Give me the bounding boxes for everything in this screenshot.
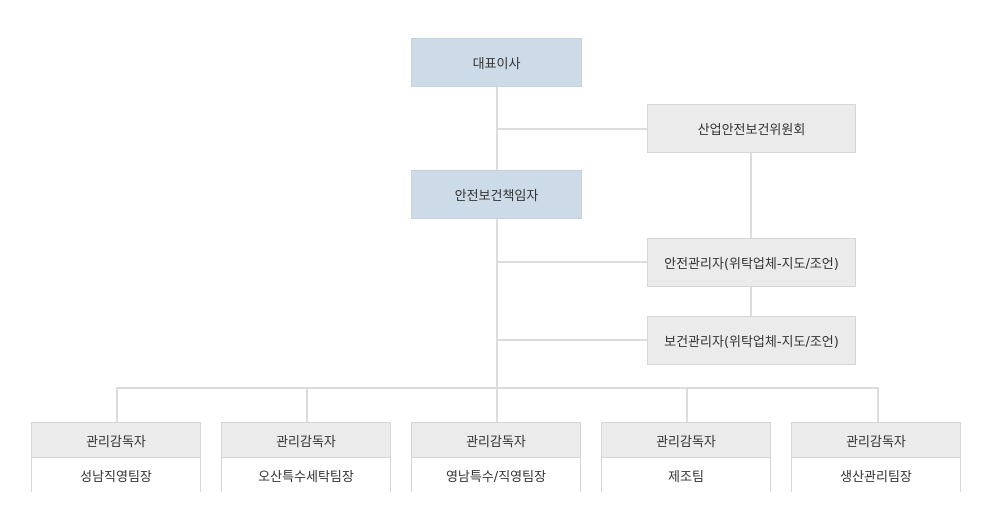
team-name: 오산특수세탁팀장 [222,458,390,493]
connector-line [686,387,688,422]
connector-line [496,86,498,388]
connector-line [496,387,498,422]
team-role: 관리감독자 [792,423,960,458]
team-box-osan: 관리감독자 오산특수세탁팀장 [221,422,391,493]
team-box-seongnam: 관리감독자 성남직영팀장 [31,422,201,493]
ceo-node: 대표이사 [411,38,582,87]
team-box-yeongnam: 관리감독자 영남특수/직영팀장 [411,422,581,493]
team-role: 관리감독자 [412,423,580,458]
team-name: 생산관리팀장 [792,458,960,493]
safety-officer-node: 안전보건책임자 [411,170,582,219]
team-role: 관리감독자 [222,423,390,458]
connector-line [306,387,308,422]
team-box-production: 관리감독자 생산관리팀장 [791,422,961,493]
connector-line [497,261,647,263]
team-name: 성남직영팀장 [32,458,200,493]
team-role: 관리감독자 [32,423,200,458]
health-manager-node: 보건관리자(위탁업체-지도/조언) [647,316,856,365]
connector-line [750,152,752,238]
team-name: 제조팀 [602,458,770,493]
team-name: 영남특수/직영팀장 [412,458,580,493]
connector-line [497,128,647,130]
connector-line [750,286,752,316]
team-role: 관리감독자 [602,423,770,458]
committee-node: 산업안전보건위원회 [647,104,856,153]
connector-line [877,387,879,422]
safety-manager-node: 안전관리자(위탁업체-지도/조언) [647,238,856,287]
connector-line [497,339,647,341]
team-box-manufacturing: 관리감독자 제조팀 [601,422,771,493]
connector-line [116,387,118,422]
